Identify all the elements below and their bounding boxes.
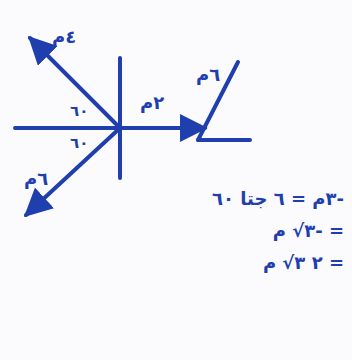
angle-label: ٦٠ [70, 134, 88, 152]
vector-magnitude: ٦م [196, 64, 220, 86]
vector-magnitude: ٢م [140, 92, 164, 114]
vector-magnitude: ٦م [24, 168, 48, 190]
x-axis-vector [15, 126, 205, 130]
equation-line: = -٣√ م [273, 220, 344, 242]
y-axis [118, 58, 122, 178]
equation-line: -٣م = ٦ جتا ٦٠ [212, 188, 344, 210]
vector-magnitude: ٤م [52, 26, 76, 48]
equation-line: = ٢ ٣√ م [263, 252, 344, 274]
angle-label: ٦٠ [70, 102, 88, 120]
triangle-base [198, 138, 250, 142]
vector-up-left [30, 38, 120, 128]
